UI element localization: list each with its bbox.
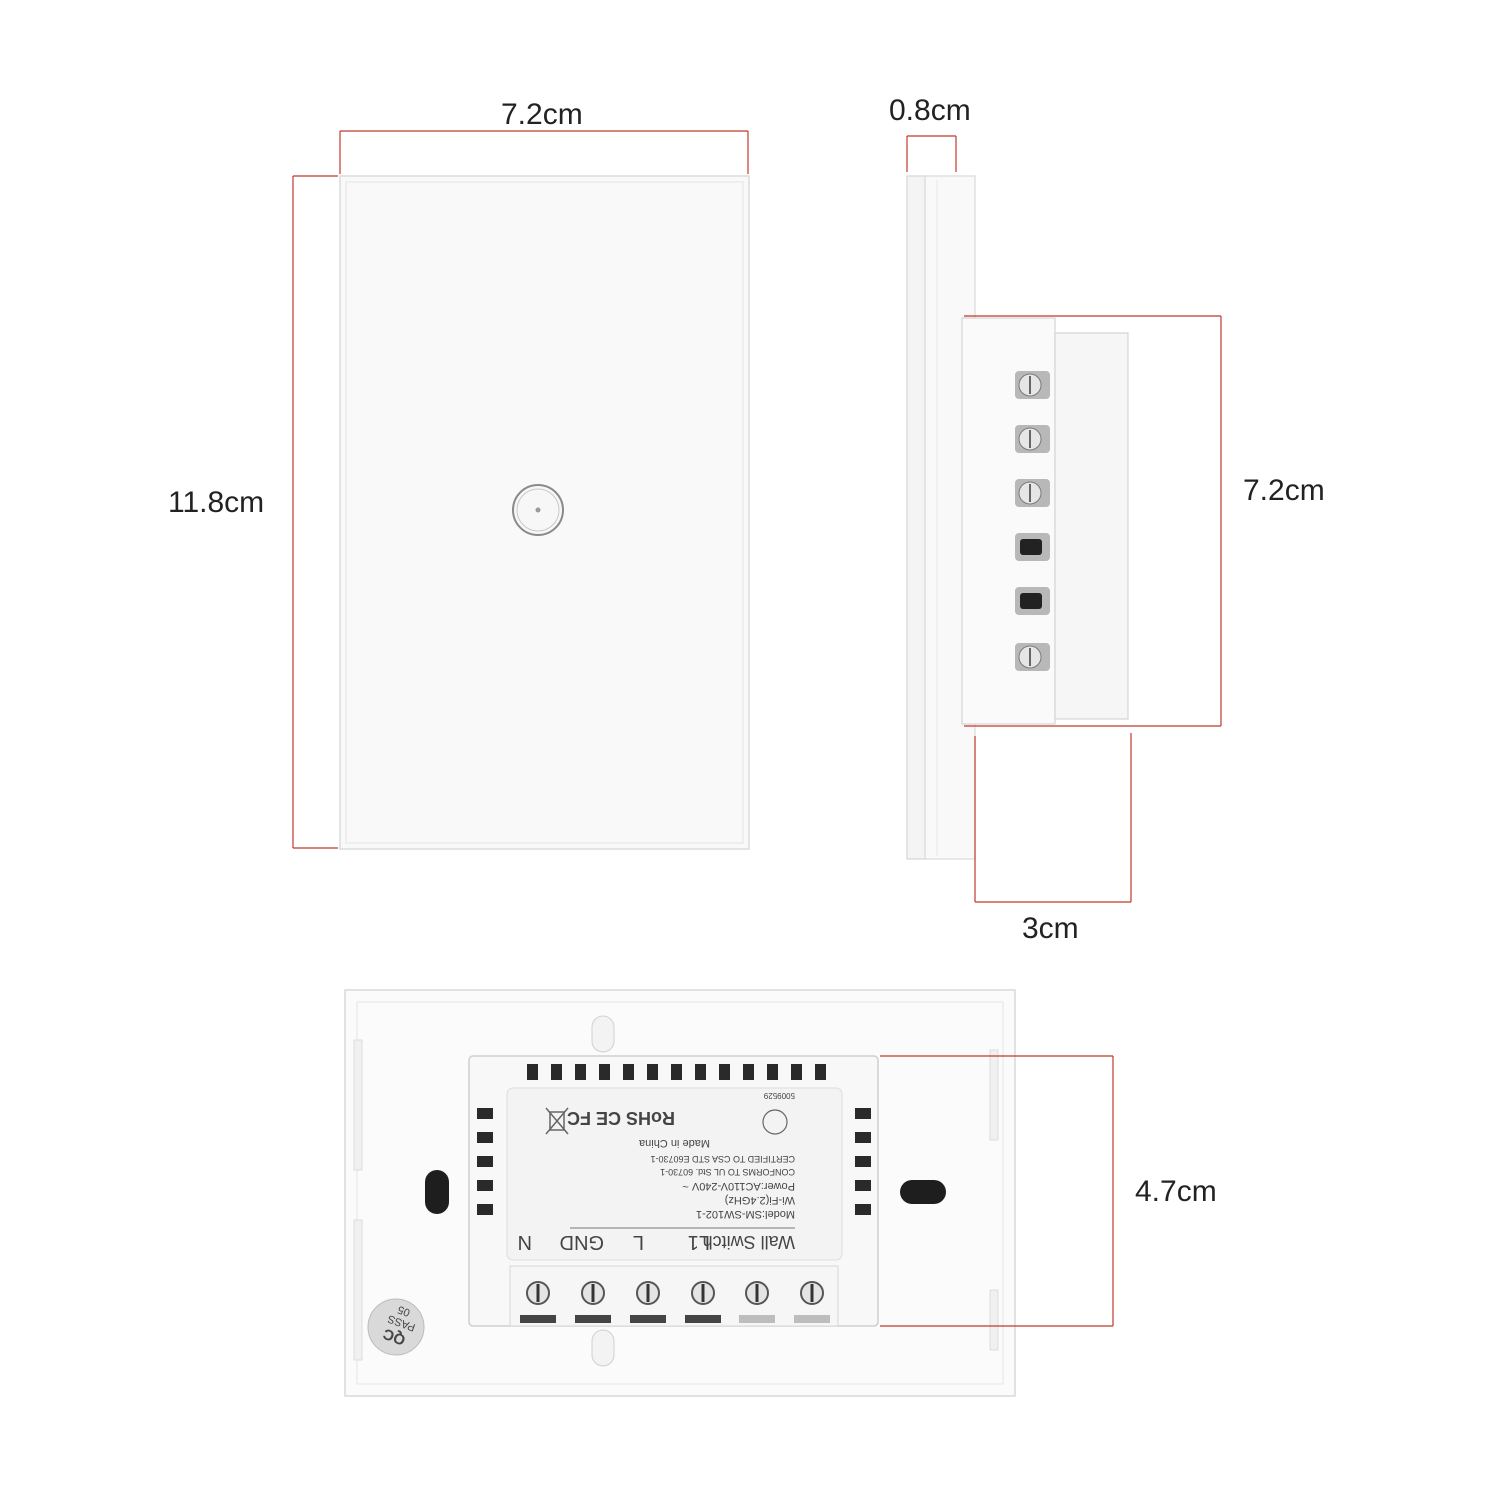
- side-back-height-label: 7.2cm: [1243, 474, 1325, 507]
- side-depth-dimension: [974, 733, 1132, 903]
- label-line-certified: CERTIFIED TO CSA STD E60730-1: [650, 1154, 795, 1164]
- terminal-label-n: N: [518, 1231, 532, 1253]
- terminal-screw-icon: [739, 1281, 775, 1323]
- terminal-label-l: L: [633, 1231, 644, 1253]
- product-label-sticker: Wall Switch Model:SM-SW102-1 Wi-Fi(2.4GH…: [506, 1087, 843, 1261]
- label-cert-marks: RoHS CE FC: [567, 1108, 675, 1128]
- right-mount-hole: [900, 1180, 946, 1204]
- front-width-dimension: [339, 130, 749, 174]
- label-line-wifi: Wi-Fi(2.4GHz): [725, 1194, 795, 1206]
- terminal-screw-icon: [575, 1281, 611, 1323]
- side-screw-icon: [1015, 425, 1050, 453]
- etl-mark-icon: [762, 1109, 788, 1135]
- terminal-screw-icon: [794, 1281, 830, 1323]
- terminal-label-gnd: GND: [560, 1231, 604, 1253]
- side-screw-icon: [1015, 371, 1050, 399]
- label-line-power: Power:AC110V-240V ~: [682, 1180, 795, 1192]
- left-vent-slots: [477, 1108, 493, 1215]
- side-view: [906, 135, 1222, 903]
- front-height-label: 11.8cm: [168, 486, 265, 519]
- back-module-height-dimension: [880, 1055, 1114, 1327]
- left-mount-hole: [425, 1170, 449, 1214]
- top-vent-slots: [527, 1064, 826, 1080]
- bottom-mount-notch: [591, 1329, 615, 1367]
- side-back-cover: [1054, 332, 1129, 720]
- side-glass-edge: [906, 175, 926, 860]
- side-screw-icon: [1015, 643, 1050, 671]
- front-height-dimension: [292, 175, 338, 849]
- label-title: Wall Switch: [703, 1232, 795, 1252]
- terminal-screw-icon: [630, 1281, 666, 1323]
- weee-bin-icon: [545, 1107, 569, 1135]
- back-view: Wall Switch Model:SM-SW102-1 Wi-Fi(2.4GH…: [344, 989, 1114, 1397]
- terminal-screw-icon: [520, 1281, 556, 1323]
- side-slot-icon: [1015, 533, 1050, 561]
- front-view: [292, 130, 750, 850]
- label-line-model: Model:SM-SW102-1: [696, 1208, 795, 1220]
- side-depth-label: 3cm: [1022, 912, 1079, 945]
- label-line-origin: Made in China: [638, 1137, 710, 1149]
- side-thickness-label: 0.8cm: [889, 94, 971, 127]
- label-cert-code: 5009529: [763, 1091, 795, 1100]
- qc-pass-sticker: QC PASS 05: [367, 1298, 425, 1356]
- label-line-conforms: CONFORMS TO UL Std. 60730-1: [660, 1167, 795, 1177]
- qc-sticker-bottom: 05: [396, 1303, 412, 1318]
- terminal-label-l1: L1: [688, 1231, 710, 1253]
- side-back-height-dimension: [964, 315, 1222, 727]
- terminal-screw-icon: [685, 1281, 721, 1323]
- top-mount-notch: [591, 1015, 615, 1053]
- qc-sticker-top: QC: [381, 1325, 408, 1349]
- front-width-label: 7.2cm: [501, 98, 583, 131]
- back-module-height-label: 4.7cm: [1135, 1175, 1217, 1208]
- side-thickness-dimension: [906, 135, 957, 172]
- side-screw-icon: [1015, 479, 1050, 507]
- terminal-strip: [509, 1265, 839, 1327]
- right-vent-slots: [855, 1108, 871, 1215]
- side-slot-icon: [1015, 587, 1050, 615]
- touch-button-icon: [512, 484, 564, 536]
